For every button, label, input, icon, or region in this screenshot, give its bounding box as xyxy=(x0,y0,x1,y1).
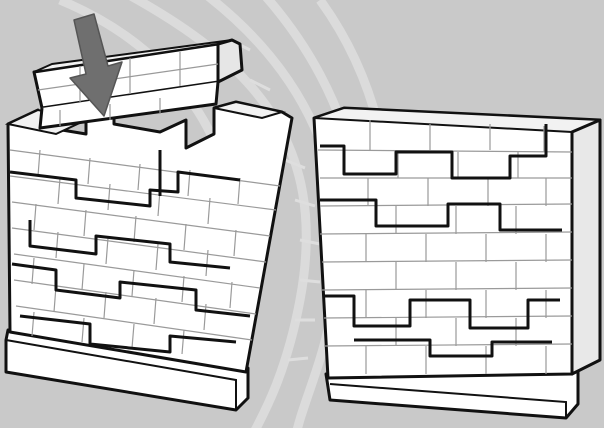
right-wall xyxy=(314,108,600,418)
left-wall-body xyxy=(8,102,292,372)
falling-block xyxy=(34,40,242,128)
right-wall-body xyxy=(314,108,600,378)
left-wall xyxy=(6,102,292,410)
